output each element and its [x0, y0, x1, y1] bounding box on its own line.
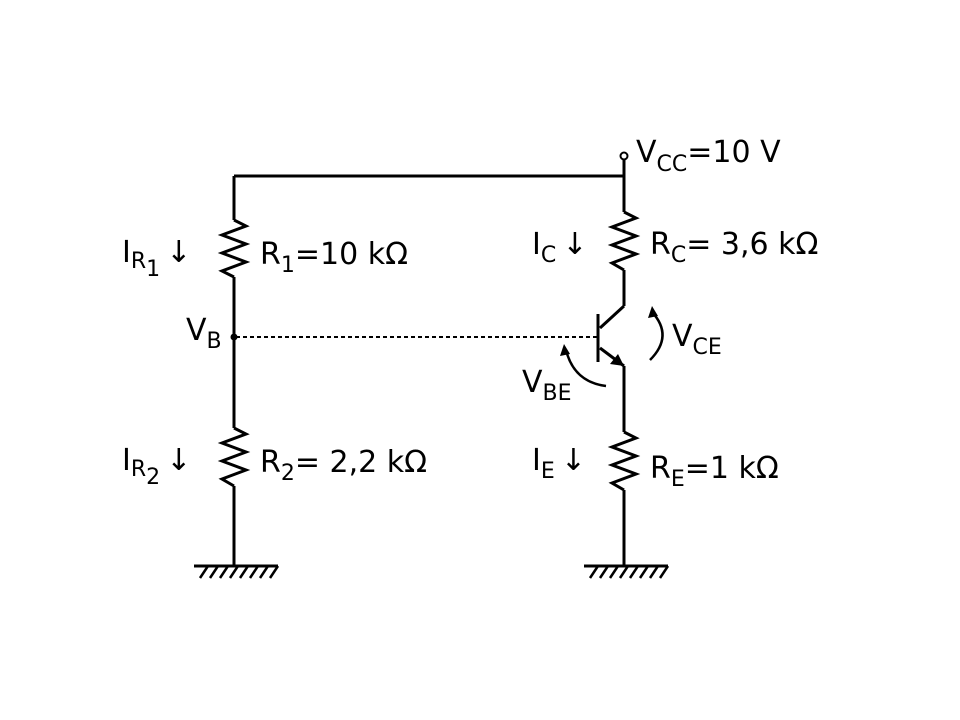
- vce-label: VCE: [672, 319, 722, 360]
- re-label: RE=1 kΩ: [650, 451, 779, 492]
- resistor-rc-symbol: [607, 210, 641, 272]
- vbe-arrow-icon: [560, 344, 607, 388]
- vbe-label: VBE: [522, 365, 572, 406]
- supply-terminal: [619, 151, 629, 161]
- ir2-label: IR2↓: [122, 443, 191, 490]
- vcc-label: VCC=10 V: [636, 135, 781, 177]
- ground-left-icon: [194, 564, 280, 579]
- transistor-npn-icon: [596, 304, 626, 368]
- ir1-label: IR1↓: [122, 235, 191, 282]
- resistor-r2-symbol: [217, 426, 251, 488]
- rc-label: RC= 3,6 kΩ: [650, 227, 818, 268]
- vce-arrow-icon: [648, 306, 664, 361]
- resistor-re-symbol: [607, 430, 641, 492]
- ground-right-icon: [584, 564, 670, 579]
- r1-label: R1=10 kΩ: [260, 237, 408, 278]
- node-vb-dot: [230, 333, 238, 341]
- ie-label: IE↓: [532, 443, 586, 484]
- resistor-r1-symbol: [217, 218, 251, 279]
- vb-label: VB: [186, 313, 222, 354]
- r2-label: R2= 2,2 kΩ: [260, 445, 427, 486]
- ic-label: IC↓: [532, 227, 587, 268]
